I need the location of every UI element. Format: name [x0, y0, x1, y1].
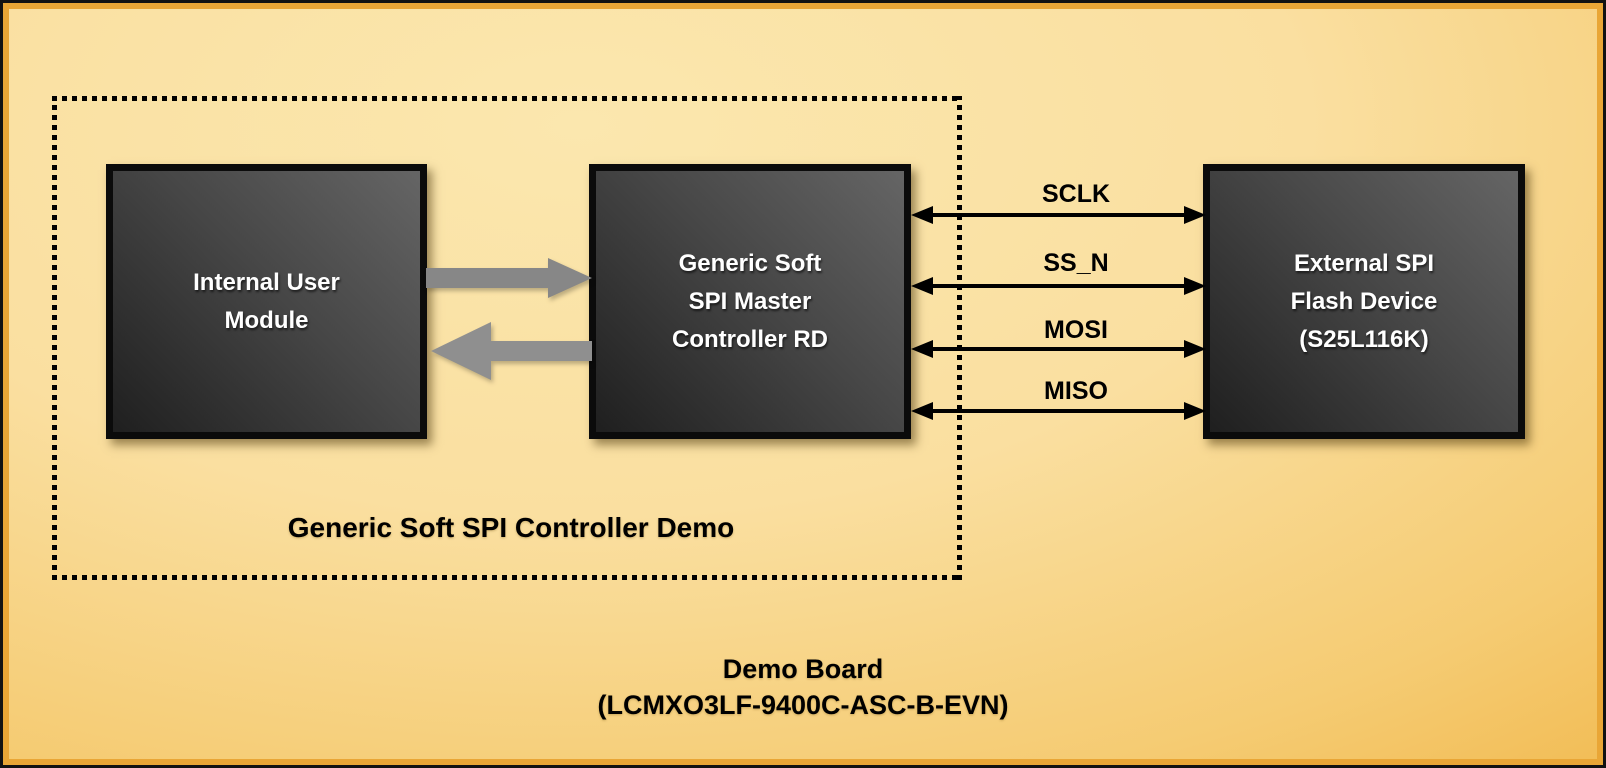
external-spi-flash-block: External SPI Flash Device (S25L116K)	[1203, 164, 1525, 439]
block-label-line: External SPI	[1293, 249, 1435, 277]
block-label-line: Internal User	[193, 268, 340, 296]
ssn-signal-arrow-icon	[911, 277, 1206, 295]
miso-signal-arrow-icon	[911, 402, 1206, 420]
spi-master-controller-block: Generic Soft SPI Master Controller RD	[589, 164, 911, 439]
caption-line-2: (LCMXO3LF-9400C-ASC-B-EVN)	[597, 690, 1009, 720]
block-label-line: Module	[224, 306, 309, 334]
data-flow-right-arrow-icon	[426, 258, 592, 298]
block-label-line: Controller RD	[672, 325, 828, 353]
mosi-signal-label: MOSI	[1044, 316, 1108, 344]
block-label-line: (S25L116K)	[1299, 325, 1429, 353]
ssn-signal-label: SS_N	[1043, 249, 1109, 277]
data-flow-left-arrow-icon	[431, 322, 592, 380]
caption-line-1: Demo Board	[722, 654, 884, 684]
demo-board-caption: Demo Board (LCMXO3LF-9400C-ASC-B-EVN)	[453, 651, 1153, 723]
block-label-line: Generic Soft	[678, 249, 822, 277]
block-label-line: SPI Master	[688, 287, 812, 315]
block-label-line: Flash Device	[1290, 287, 1438, 315]
miso-signal-label: MISO	[1044, 377, 1108, 405]
mosi-signal-arrow-icon	[911, 340, 1206, 358]
demo-group-label: Generic Soft SPI Controller Demo	[287, 512, 735, 543]
internal-user-module-block: Internal User Module	[106, 164, 427, 439]
sclk-signal-arrow-icon	[911, 206, 1206, 224]
sclk-signal-label: SCLK	[1041, 180, 1111, 208]
